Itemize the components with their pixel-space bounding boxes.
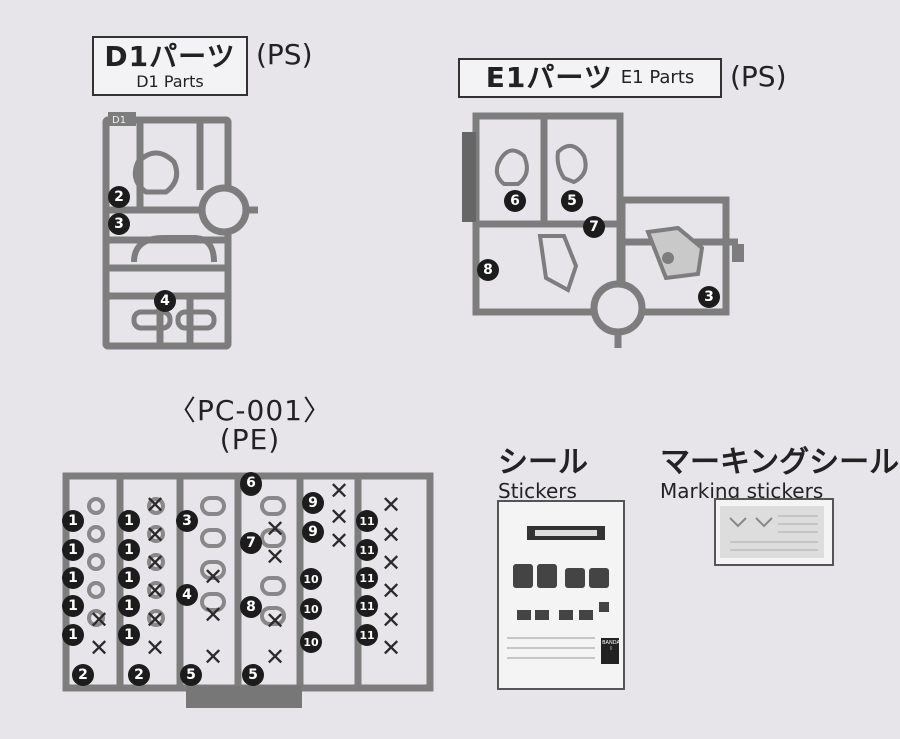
cross-mark-icon: ✕ — [144, 521, 166, 549]
cross-mark-icon: ✕ — [202, 643, 224, 671]
e1-badge-6: 6 — [504, 190, 526, 212]
pc-badge-4: 4 — [176, 584, 198, 606]
pc-badge-3: 3 — [176, 510, 198, 532]
cross-mark-icon: ✕ — [328, 527, 350, 555]
cross-mark-icon: ✕ — [88, 606, 110, 634]
d1-badge-3: 3 — [108, 213, 130, 235]
pc-badge-11d: 11 — [356, 595, 378, 617]
pc-badge-1i: 1 — [118, 595, 140, 617]
cross-mark-icon: ✕ — [380, 634, 402, 662]
cross-mark-icon: ✕ — [144, 606, 166, 634]
cross-mark-icon: ✕ — [144, 549, 166, 577]
marking-sheet-art — [720, 506, 824, 558]
cross-mark-icon: ✕ — [380, 606, 402, 634]
cross-mark-icon: ✕ — [202, 563, 224, 591]
cross-mark-icon: ✕ — [264, 643, 286, 671]
pc-badge-7: 7 — [240, 532, 262, 554]
marking-sheet — [714, 498, 834, 566]
pc-badge-1j: 1 — [118, 624, 140, 646]
pc-badge-10c: 10 — [300, 631, 322, 653]
d1-badge-4: 4 — [154, 290, 176, 312]
brand-logo: BANDAI — [602, 640, 620, 652]
d1-runner-diagram: D1 — [102, 112, 258, 350]
cross-mark-icon: ✕ — [264, 607, 286, 635]
pc-badge-10b: 10 — [300, 598, 322, 620]
d1-badge-2: 2 — [108, 186, 130, 208]
cross-mark-icon: ✕ — [144, 634, 166, 662]
pc-badge-5b: 5 — [242, 664, 264, 686]
e1-badge-8: 8 — [477, 259, 499, 281]
pc-badge-6: 6 — [240, 472, 262, 496]
stickers-title-jp: シール — [498, 445, 588, 480]
pc-badge-11e: 11 — [356, 624, 378, 646]
marking-title-jp: マーキングシール — [660, 445, 900, 480]
pc-badge-1g: 1 — [118, 539, 140, 561]
cross-mark-icon: ✕ — [380, 521, 402, 549]
pc-badge-1a: 1 — [62, 510, 84, 532]
pc-badge-11b: 11 — [356, 539, 378, 561]
d1-frame-code: D1 — [112, 115, 126, 126]
pc-badge-1c: 1 — [62, 567, 84, 589]
e1-title-en: E1 Parts — [620, 67, 695, 88]
pc-badge-1d: 1 — [62, 595, 84, 617]
d1-material: (PS) — [256, 38, 313, 71]
d1-title-box: D1パーツ D1 Parts — [92, 36, 248, 96]
cross-mark-icon: ✕ — [328, 477, 350, 505]
e1-runner-diagram — [462, 112, 744, 348]
cross-mark-icon: ✕ — [380, 549, 402, 577]
e1-title-jp: E1パーツ — [485, 61, 613, 94]
e1-badge-5: 5 — [561, 190, 583, 212]
cross-mark-icon: ✕ — [380, 577, 402, 605]
cross-mark-icon: ✕ — [264, 515, 286, 543]
pc-badge-2a: 2 — [72, 664, 94, 686]
cross-mark-icon: ✕ — [380, 491, 402, 519]
pc-title-block: 〈PC-001〉 (PE) — [150, 396, 350, 455]
pc-badge-1h: 1 — [118, 567, 140, 589]
pc-badge-2b: 2 — [128, 664, 150, 686]
cross-mark-icon: ✕ — [144, 491, 166, 519]
pc-badge-9b: 9 — [302, 521, 324, 543]
pc-badge-5a: 5 — [180, 664, 202, 686]
e1-badge-7: 7 — [583, 216, 605, 238]
pc-badge-9a: 9 — [302, 492, 324, 514]
cross-mark-icon: ✕ — [144, 577, 166, 605]
pc-badge-11c: 11 — [356, 567, 378, 589]
sticker-sheet-art — [507, 526, 619, 664]
d1-title-jp: D1パーツ — [104, 39, 236, 73]
pc-badge-1f: 1 — [118, 510, 140, 532]
cross-mark-icon: ✕ — [202, 601, 224, 629]
pc-badge-8: 8 — [240, 596, 262, 618]
cross-mark-icon: ✕ — [328, 503, 350, 531]
marking-title-en: Marking stickers — [660, 479, 824, 503]
pc-badge-11a: 11 — [356, 510, 378, 532]
e1-material: (PS) — [730, 60, 787, 93]
pc-title: 〈PC-001〉 — [168, 394, 332, 427]
pc-badge-1e: 1 — [62, 624, 84, 646]
d1-title-en: D1 Parts — [136, 71, 204, 91]
sticker-sheet: BANDAI — [497, 500, 625, 690]
marking-heading: マーキングシール Marking stickers — [660, 445, 900, 503]
cross-mark-icon: ✕ — [264, 543, 286, 571]
pc-badge-10a: 10 — [300, 568, 322, 590]
pc-material: (PE) — [219, 423, 281, 457]
e1-badge-3: 3 — [698, 286, 720, 308]
e1-title-box: E1パーツ E1 Parts — [458, 58, 722, 98]
stickers-title-en: Stickers — [498, 479, 577, 503]
stickers-heading: シール Stickers — [498, 445, 588, 503]
pc-badge-1b: 1 — [62, 539, 84, 561]
cross-mark-icon: ✕ — [88, 634, 110, 662]
